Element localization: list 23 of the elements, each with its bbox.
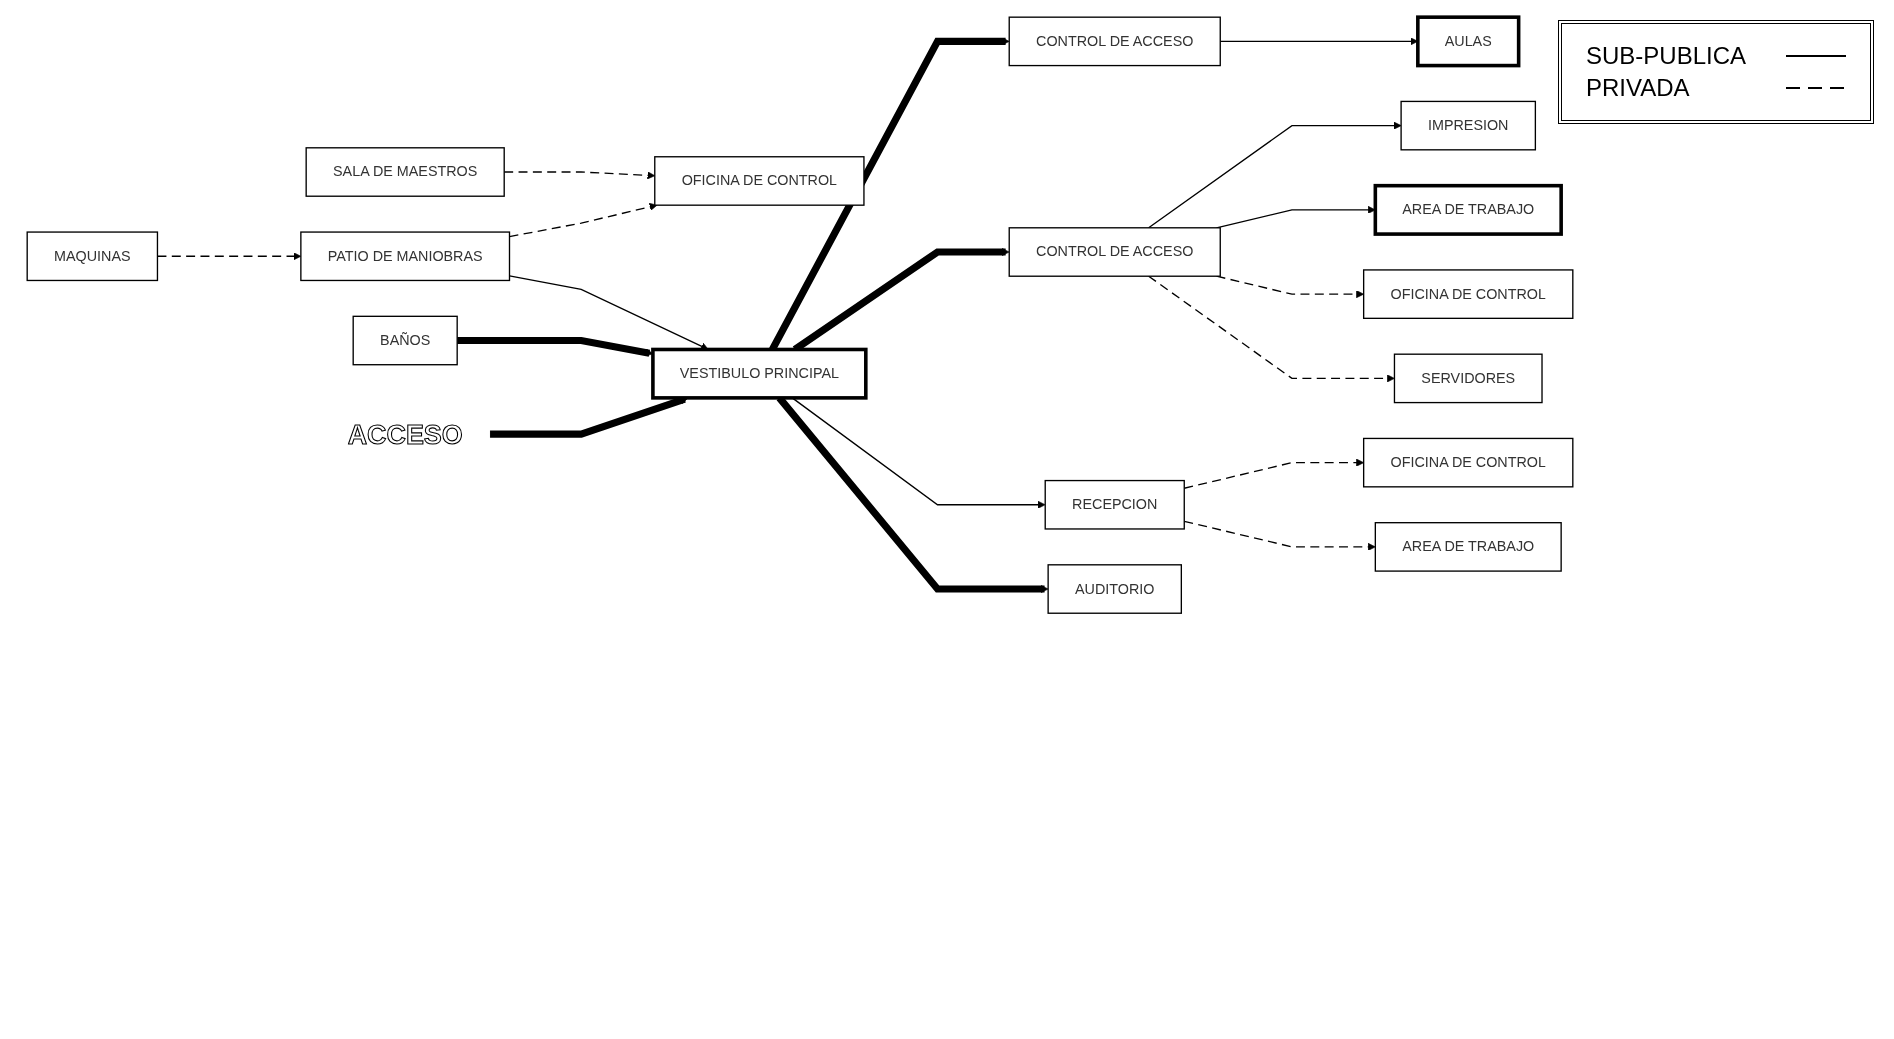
- node-box: SALA DE MAESTROS: [305, 147, 505, 197]
- arrow: [1148, 121, 1402, 229]
- arrow: [1148, 275, 1395, 383]
- node-box: MAQUINAS: [26, 231, 159, 282]
- node-box: IMPRESION: [1400, 100, 1537, 151]
- node-box: VESTIBULO PRINCIPAL: [651, 347, 868, 400]
- node-box: SERVIDORES: [1393, 353, 1543, 404]
- node-box: CONTROL DE ACCESO: [1008, 227, 1221, 277]
- node-box: OFICINA DE CONTROL: [654, 156, 865, 206]
- legend-label: PRIVADA: [1586, 74, 1691, 102]
- node-box: AULAS: [1416, 15, 1521, 68]
- node-box: CONTROL DE ACCESO: [1008, 16, 1221, 67]
- node-box: RECEPCION: [1044, 479, 1185, 530]
- node-box: OFICINA DE CONTROL: [1363, 269, 1574, 319]
- node-box: AREA DE TRABAJO: [1374, 522, 1562, 572]
- node-box: PATIO DE MANIOBRAS: [300, 231, 511, 282]
- legend-label: SUB-PUBLICA: [1586, 42, 1748, 70]
- node-box: BAÑOS: [352, 315, 458, 366]
- arrow: [457, 336, 654, 357]
- node-box: OFICINA DE CONTROL: [1363, 437, 1574, 488]
- node-box: AREA DE TRABAJO: [1373, 183, 1563, 236]
- node-box: AUDITORIO: [1047, 564, 1182, 614]
- node-text: ACCESO: [347, 419, 463, 449]
